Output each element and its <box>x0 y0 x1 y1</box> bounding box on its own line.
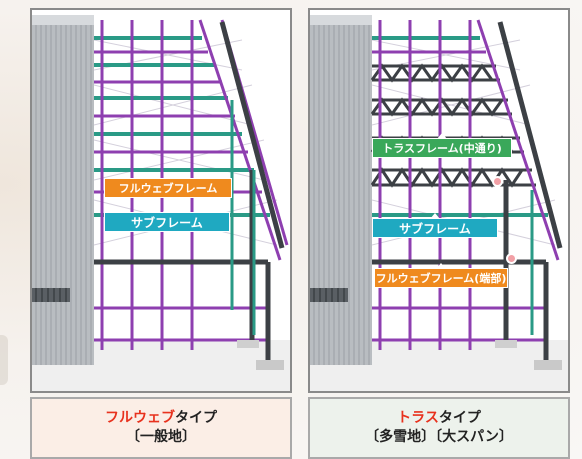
caption-subtitle: 〔一般地〕 <box>126 429 196 445</box>
caption-highlight: トラス <box>397 410 439 426</box>
caption-type-suffix: タイプ <box>438 410 481 426</box>
full-web-type-caption: フルウェブタイプ 〔一般地〕 <box>30 397 292 459</box>
full-web-end-frame-label: フルウェブフレーム(端部) <box>374 263 508 288</box>
truss-building-frame-drawing <box>310 15 568 391</box>
full-web-building-frame-drawing <box>32 15 290 391</box>
truss-frame-label: トラスフレーム(中通り) <box>372 133 512 158</box>
sub-frame-label: サブフレーム <box>104 207 230 232</box>
caption-highlight: フルウェブ <box>105 410 175 426</box>
caption-subtitle: 〔多雪地〕〔大スパン〕 <box>365 429 513 445</box>
caption-title: フルウェブタイプ <box>32 409 290 427</box>
caption-type-suffix: タイプ <box>175 410 217 426</box>
truss-frame-marker <box>492 176 503 187</box>
end-frame-marker <box>506 253 517 264</box>
background-shadow <box>0 335 8 385</box>
truss-type-illustration: トラスフレーム(中通り) サブフレーム フルウェブフレーム(端部) <box>308 8 570 393</box>
full-web-frame-label: フルウェブフレーム <box>104 173 232 198</box>
sub-frame-label: サブフレーム <box>372 213 498 238</box>
truss-type-caption: トラスタイプ 〔多雪地〕〔大スパン〕 <box>308 397 570 459</box>
full-web-type-illustration: フルウェブフレーム サブフレーム <box>30 8 292 393</box>
caption-title: トラスタイプ <box>310 409 568 427</box>
